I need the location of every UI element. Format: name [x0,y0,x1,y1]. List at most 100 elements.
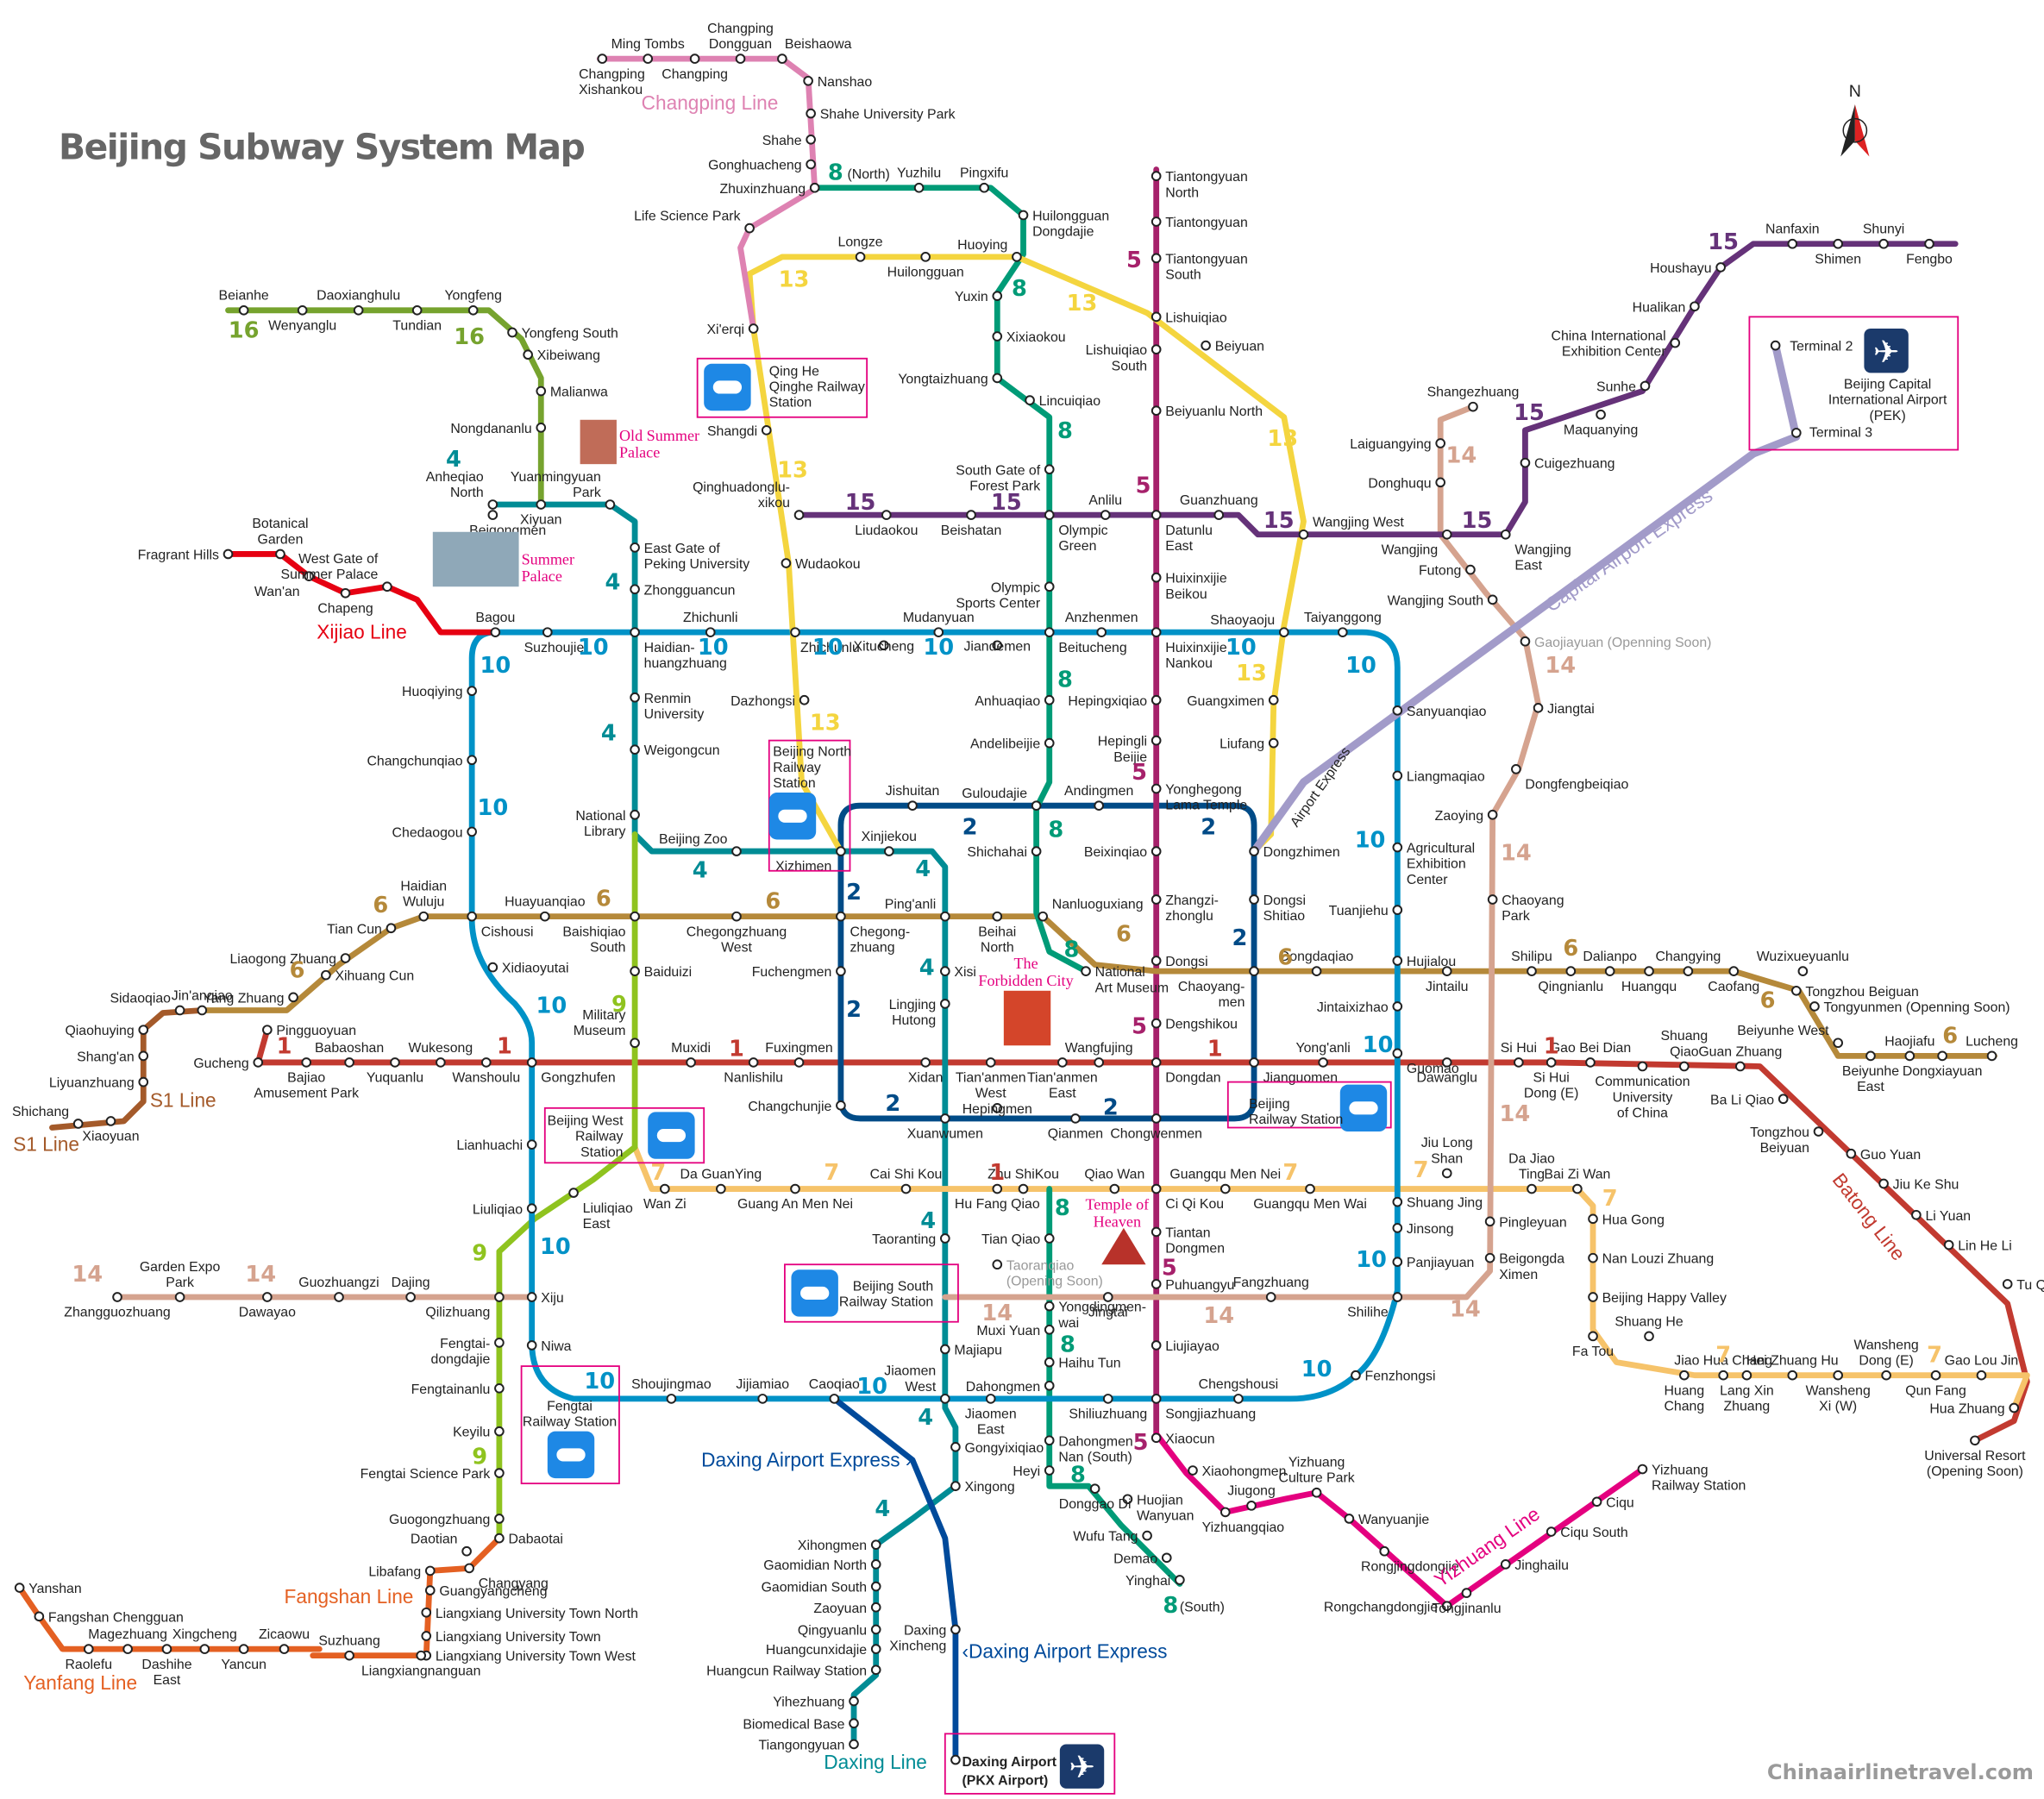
station-dot-nanshao[interactable] [803,75,813,86]
station-dot-huangqu[interactable] [1644,966,1654,976]
station-dot-wangjingsouth[interactable] [1487,594,1498,605]
station-dot-huojian[interactable] [1122,1494,1133,1505]
station-label-jiandemen[interactable]: Jiandemen [963,639,1031,654]
station-dot-shaheu[interactable] [806,108,816,119]
station-dot-tamwest[interactable] [985,1057,996,1068]
station-dot-tiangongyuan[interactable] [849,1739,859,1750]
station-label-panjiayuan[interactable]: Panjiayuan [1407,1256,1474,1270]
station-label-lucheng[interactable]: Lucheng [1966,1034,2018,1049]
station-label-wangfujing[interactable]: Wangfujing [1065,1041,1133,1056]
station-label-yinghai[interactable]: Yinghai [1125,1574,1170,1589]
station-label-tiancun[interactable]: Tian Cun [327,922,382,937]
station-label-shuanghe[interactable]: Shuang He [1615,1314,1683,1329]
station-label-dazhongsi[interactable]: Dazhongsi [730,694,795,709]
station-dot-caofang[interactable] [1728,966,1740,976]
station-dot-wangjing[interactable] [1441,529,1452,540]
station-label-nanlishilu[interactable]: Nanlishilu [724,1071,783,1086]
station-label-yangzhuang[interactable]: Yang Zhuang [203,991,284,1006]
station-dot-dxxincheng[interactable] [950,1624,961,1635]
station-dot-weigongcun[interactable] [630,744,640,755]
station-dot-wanshoulu[interactable] [480,1057,492,1068]
station-label-hufangqiao[interactable]: Hu Fang Qiao [955,1197,1040,1212]
station-dot-tongjinanlu[interactable] [1461,1588,1472,1598]
station-label-guanzhuang[interactable]: Guan Zhuang [1698,1044,1782,1059]
station-label-yuzhilu[interactable]: Yuzhilu [897,166,941,181]
station-dot-tuanjiehu[interactable] [1392,905,1403,915]
station-dot-cuigezhuang[interactable] [1520,457,1531,468]
station-dot-nanlouzi[interactable] [1588,1252,1598,1263]
station-dot-yongtaizhuang[interactable] [992,373,1003,384]
station-dot-cuc[interactable] [1637,1061,1648,1072]
station-dot-zhangguozhuang[interactable] [112,1292,122,1302]
station-label-gqmenwai[interactable]: Guangqu Men Wai [1253,1197,1367,1212]
station-label-majiapu[interactable]: Majiapu [954,1344,1002,1358]
station-label-zicaowu[interactable]: Zicaowu [259,1627,310,1642]
station-dot-nanlishilu[interactable] [748,1057,759,1068]
station-dot-lsq_s[interactable] [1151,344,1162,354]
station-dot-sihuidong[interactable] [1546,1057,1557,1068]
station-label-gongyixiqiao[interactable]: Gongyixiqiao [964,1441,1044,1456]
station-label-liyuan[interactable]: Li Yuan [1925,1209,1971,1224]
station-dot-suzhuang[interactable] [344,1650,354,1661]
station-label-dajing[interactable]: Dajing [392,1276,430,1290]
station-dot-dajing[interactable] [405,1292,416,1302]
station-dot-xibeiwang[interactable] [523,349,533,360]
station-label-tuqiao[interactable]: Tu Qiao [2016,1278,2044,1293]
station-label-fscg[interactable]: Fangshan Chengguan [48,1610,184,1625]
station-dot-gaoloujin[interactable] [1976,1370,1987,1381]
station-label-xibeiwang[interactable]: Xibeiwang [537,348,600,363]
station-label-gonghuacheng[interactable]: Gonghuacheng [708,159,801,173]
station-dot-dfbq[interactable] [1511,764,1521,774]
station-label-ftnanlu[interactable]: Fengtainanlu [411,1382,491,1397]
station-dot-ftsci[interactable] [494,1468,505,1478]
station-dot-keyilu[interactable] [494,1426,505,1437]
station-label-dahongmen[interactable]: Dahongmen [966,1380,1040,1395]
station-dot-longze[interactable] [855,252,866,262]
station-label-huazhuang[interactable]: Hua Zhuang [1929,1402,2004,1417]
station-label-wangjingwest[interactable]: Wangjing West [1313,516,1404,530]
station-dot-biomed[interactable] [849,1718,859,1729]
station-dot-xizhimen[interactable] [836,846,846,856]
station-dot-sidaoqiao[interactable] [174,1005,185,1016]
station-label-liujiayao[interactable]: Liujiayao [1165,1339,1220,1354]
station-dot-xinjiekou[interactable] [884,846,894,856]
station-dot-libafang[interactable] [424,1565,436,1576]
station-label-yanshan[interactable]: Yanshan [28,1582,81,1596]
station-dot-fscg[interactable] [34,1611,45,1622]
station-label-lxng[interactable]: Liangxiangnanguan [361,1664,480,1678]
station-label-fuchengmen[interactable]: Fuchengmen [752,965,832,980]
station-dot-heizhuanghu[interactable] [1787,1370,1798,1381]
station-dot-shuangqiao[interactable] [1679,1061,1690,1072]
station-label-heizhuanghu[interactable]: Hei Zhuang Hu [1746,1354,1839,1369]
station-dot-gaobeidian[interactable] [1585,1057,1596,1068]
station-dot-gucheng[interactable] [253,1057,264,1068]
station-dot-jijiamiao[interactable] [757,1394,768,1404]
station-label-shilihe[interactable]: Shilihe [1347,1306,1389,1320]
station-dot-wukesong[interactable] [436,1057,446,1068]
station-dot-shichahai[interactable] [1031,846,1042,856]
station-dot-nongdananlu[interactable] [536,423,547,433]
station-dot-military[interactable] [630,1037,640,1049]
station-dot-yuxin[interactable] [992,291,1003,302]
station-label-huilongguan[interactable]: Huilongguan [887,266,964,280]
station-dot-wanyuanjie[interactable] [1344,1514,1355,1524]
station-label-jishuitan[interactable]: Jishuitan [886,784,940,799]
station-dot-suzhoujie[interactable] [542,627,553,637]
station-dot-beixinqiao[interactable] [1151,846,1162,856]
station-dot-chaoyangmen[interactable] [1249,966,1259,976]
station-dot-dongdan[interactable] [1151,1057,1162,1068]
station-label-xizhimen[interactable]: Xizhimen [775,860,831,874]
station-label-chegongzhuang[interactable]: Chegong-zhuang [850,925,910,955]
station-label-heyi[interactable]: Heyi [1013,1464,1040,1479]
station-dot-gaojiayuan[interactable] [1520,636,1531,647]
station-dot-byhwest[interactable] [1833,1037,1844,1049]
station-dot-magezhuang[interactable] [122,1644,133,1654]
